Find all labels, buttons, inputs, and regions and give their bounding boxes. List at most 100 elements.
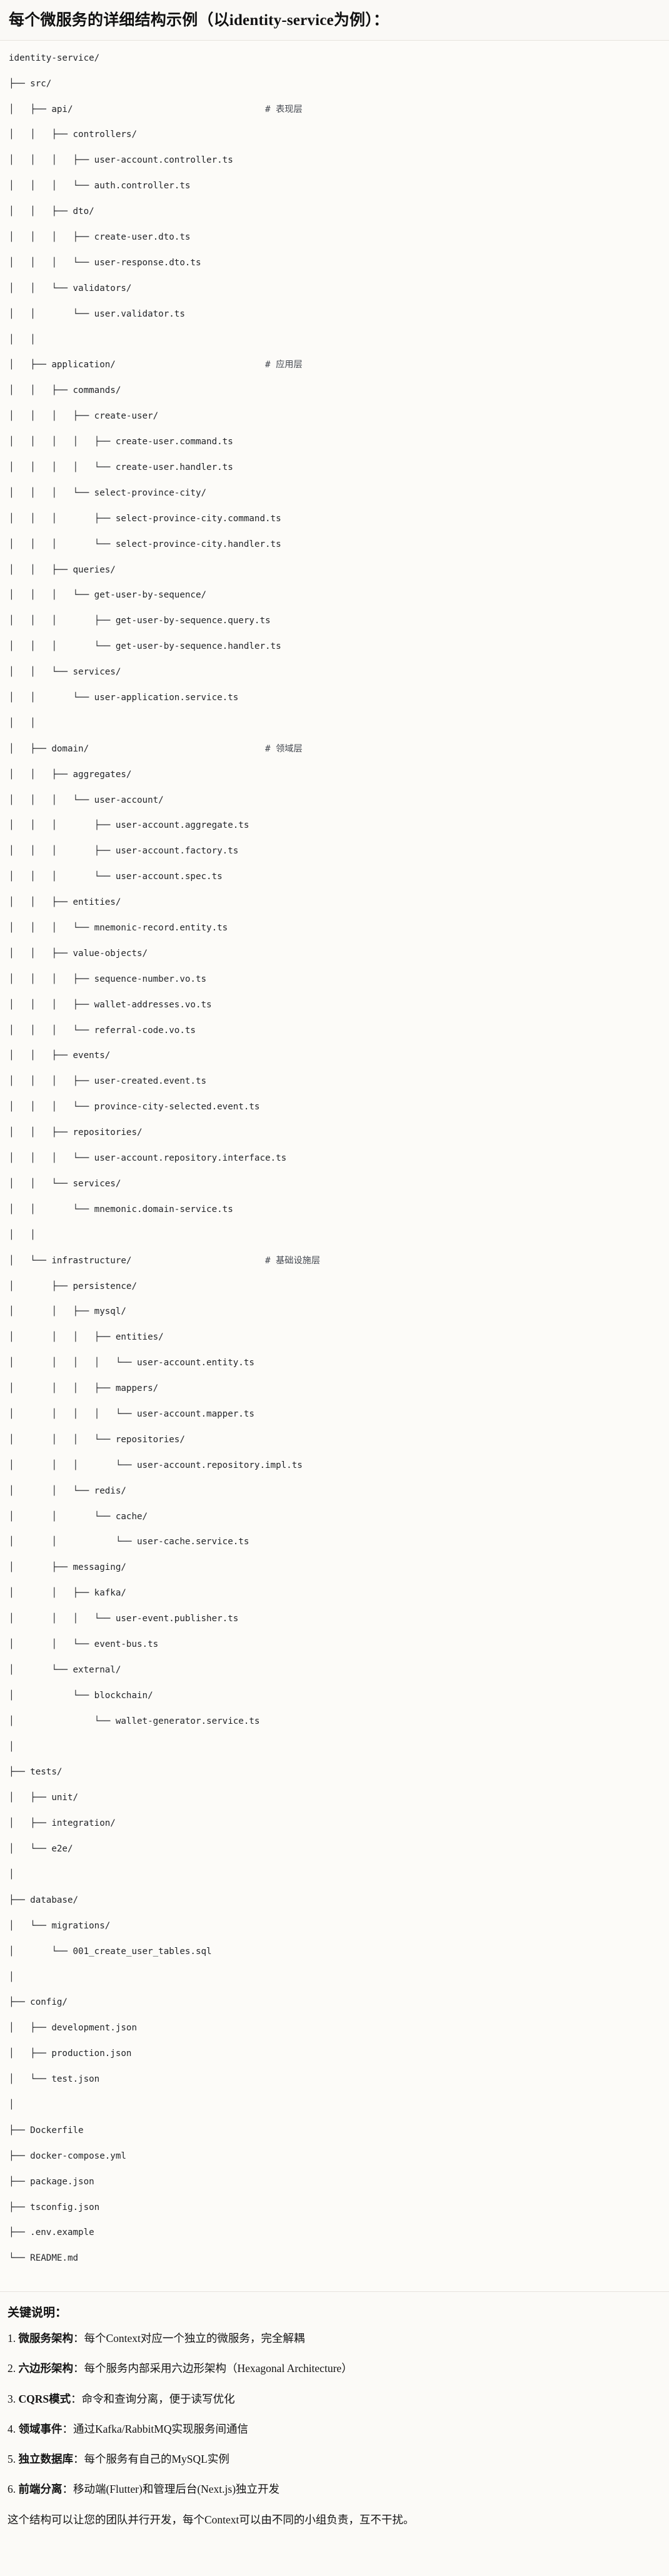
tree-row: │ └── blockchain/: [9, 1689, 660, 1702]
key-point-number: 1.: [8, 2332, 19, 2345]
tree-node-label: │ └── 001_create_user_tables.sql: [9, 1946, 212, 1957]
tree-node-label: ├── tests/: [9, 1767, 63, 1778]
tree-node-label: │ │ └── user.validator.ts: [9, 308, 185, 319]
key-point-description: 移动端(Flutter)和管理后台(Next.js)独立开发: [73, 2483, 280, 2496]
tree-node-label: │ └── e2e/: [9, 1844, 73, 1855]
tree-row: │ │ │ └── mnemonic-record.entity.ts: [9, 922, 660, 934]
tree-row: │ ├── api/ # 表现层: [9, 103, 660, 116]
tree-row: │ │ │ │ └── create-user.handler.ts: [9, 461, 660, 474]
tree-row: │ │ ├── queries/: [9, 564, 660, 576]
tree-row: │ ├── development.json: [9, 2022, 660, 2034]
tree-row: │: [9, 2099, 660, 2111]
tree-node-label: ├── tsconfig.json: [9, 2202, 100, 2212]
tree-row: │ │ │ │ └── user-account.entity.ts: [9, 1357, 660, 1369]
tree-row: │ │ │ └── user-account.repository.impl.t…: [9, 1459, 660, 1472]
tree-row: │ │ ├── value-objects/: [9, 947, 660, 960]
tree-node-label: │ ├── domain/: [9, 743, 265, 754]
tree-row: │ │ │ ├── sequence-number.vo.ts: [9, 973, 660, 985]
tree-row: └── README.md: [9, 2252, 660, 2264]
key-point-term: 微服务架构: [18, 2332, 74, 2345]
tree-node-label: │ │ │ ├── create-user.dto.ts: [9, 232, 191, 242]
tree-node-label: │ └── test.json: [9, 2074, 100, 2085]
key-point-separator: ：: [62, 2483, 74, 2496]
tree-row: ├── config/: [9, 1996, 660, 2008]
tree-row: │ │ │ ├── entities/: [9, 1331, 660, 1343]
tree-node-label: │: [9, 1972, 14, 1982]
key-point-description: 每个服务内部采用六边形架构（Hexagonal Architecture）: [84, 2362, 353, 2375]
tree-node-label: │ │ ├── repositories/: [9, 1128, 143, 1138]
tree-row: │ │ └── redis/: [9, 1485, 660, 1497]
tree-node-label: │ │ │ └── user-account/: [9, 795, 164, 805]
tree-node-label: │ └── infrastructure/: [9, 1255, 265, 1266]
tree-row: │ │: [9, 717, 660, 730]
tree-node-label: │ │ │ └── user-account.repository.interf…: [9, 1153, 287, 1164]
tree-row: │ └── e2e/: [9, 1843, 660, 1855]
tree-row: │ │ │ │ ├── create-user.command.ts: [9, 435, 660, 448]
key-point-number: 4.: [8, 2422, 19, 2435]
tree-row: │ │ │ └── get-user-by-sequence/: [9, 589, 660, 601]
tree-row: │ │ │ └── user-account.repository.interf…: [9, 1152, 660, 1164]
tree-row: │ ├── persistence/: [9, 1280, 660, 1293]
tree-node-label: │ │ └── services/: [9, 1178, 121, 1189]
tree-node-label: │ │ └── event-bus.ts: [9, 1639, 159, 1649]
tree-node-label: │ │ │ └── get-user-by-sequence.handler.t…: [9, 641, 281, 652]
tree-row: │ │ │ └── user-response.dto.ts: [9, 257, 660, 269]
tree-row: │ │ │ │ └── user-account.mapper.ts: [9, 1408, 660, 1420]
tree-node-label: │ ├── unit/: [9, 1793, 79, 1803]
tree-row: │ │ └── user-cache.service.ts: [9, 1535, 660, 1548]
key-point-term: 领域事件: [18, 2422, 63, 2435]
tree-layer-comment: # 表现层: [265, 104, 303, 115]
tree-row: │ ├── unit/: [9, 1791, 660, 1804]
header: 每个微服务的详细结构示例（以identity-service为例）：: [0, 0, 669, 41]
key-point-number: 3.: [8, 2392, 19, 2405]
tree-node-label: │ │ ├── dto/: [9, 206, 94, 217]
tree-row: │ └── wallet-generator.service.ts: [9, 1715, 660, 1728]
tree-row: │ │ └── user.validator.ts: [9, 308, 660, 320]
tree-row: │ │ └── cache/: [9, 1510, 660, 1523]
tree-node-label: │ │ └── user-cache.service.ts: [9, 1537, 249, 1547]
key-point-separator: ：: [73, 2453, 84, 2466]
tree-layer-comment: # 领域层: [265, 743, 303, 754]
tree-node-label: │ │ └── user-application.service.ts: [9, 693, 239, 703]
key-point-term: 独立数据库: [18, 2453, 74, 2466]
tree-node-label: │ │ │ ├── user-account.factory.ts: [9, 846, 239, 857]
tree-node-label: │ │ └── mnemonic.domain-service.ts: [9, 1204, 233, 1214]
tree-layer-comment: # 基础设施层: [265, 1255, 321, 1266]
tree-node-label: │ │ ├── controllers/: [9, 130, 137, 140]
tree-row: │ ├── messaging/: [9, 1561, 660, 1574]
tree-node-label: │ │ └── services/: [9, 667, 121, 678]
tree-node-label: │ │ │ └── user-event.publisher.ts: [9, 1614, 239, 1624]
key-point-separator: ：: [73, 2332, 84, 2345]
tree-node-label: │ ├── integration/: [9, 1818, 116, 1829]
key-point-separator: ：: [62, 2422, 74, 2435]
tree-row: │ │ │ ├── create-user.dto.ts: [9, 231, 660, 243]
tree-row: ├── src/: [9, 78, 660, 90]
tree-row: │ ├── production.json: [9, 2047, 660, 2060]
tree-row: │ │: [9, 333, 660, 346]
tree-row: │ └── test.json: [9, 2073, 660, 2085]
tree-row: ├── package.json: [9, 2176, 660, 2188]
tree-node-label: └── README.md: [9, 2253, 79, 2264]
tree-node-label: │ └── migrations/: [9, 1920, 111, 1931]
tree-row: │ │ │ ├── get-user-by-sequence.query.ts: [9, 614, 660, 627]
tree-node-label: │ └── wallet-generator.service.ts: [9, 1716, 260, 1726]
tree-node-label: │ │ └── redis/: [9, 1485, 126, 1496]
tree-row: ├── docker-compose.yml: [9, 2150, 660, 2162]
key-point-description: 每个Context对应一个独立的微服务，完全解耦: [84, 2332, 305, 2345]
tree-node-label: │ ├── production.json: [9, 2049, 132, 2059]
tree-row: │ │ │ ├── user-account.factory.ts: [9, 845, 660, 857]
tree-node-label: identity-service/: [9, 53, 100, 63]
tree-node-label: │ │: [9, 1229, 36, 1240]
tree-row: │ │ ├── controllers/: [9, 128, 660, 141]
tree-row: ├── Dockerfile: [9, 2124, 660, 2137]
tree-row: │ │ ├── aggregates/: [9, 768, 660, 781]
tree-row: │ │ ├── mysql/: [9, 1305, 660, 1318]
tree-row: │ │ │ └── user-account.spec.ts: [9, 870, 660, 883]
key-point-item: 3. CQRS模式：命令和查询分离，便于读写优化: [8, 2391, 661, 2407]
tree-row: │ │ ├── events/: [9, 1049, 660, 1062]
key-point-item: 5. 独立数据库：每个服务有自己的MySQL实例: [8, 2451, 661, 2467]
tree-node-label: │ │ │ ├── create-user/: [9, 411, 159, 422]
tree-node-label: │ │ │ └── user-account.repository.impl.t…: [9, 1460, 303, 1470]
key-point-description: 命令和查询分离，便于读写优化: [81, 2392, 235, 2405]
